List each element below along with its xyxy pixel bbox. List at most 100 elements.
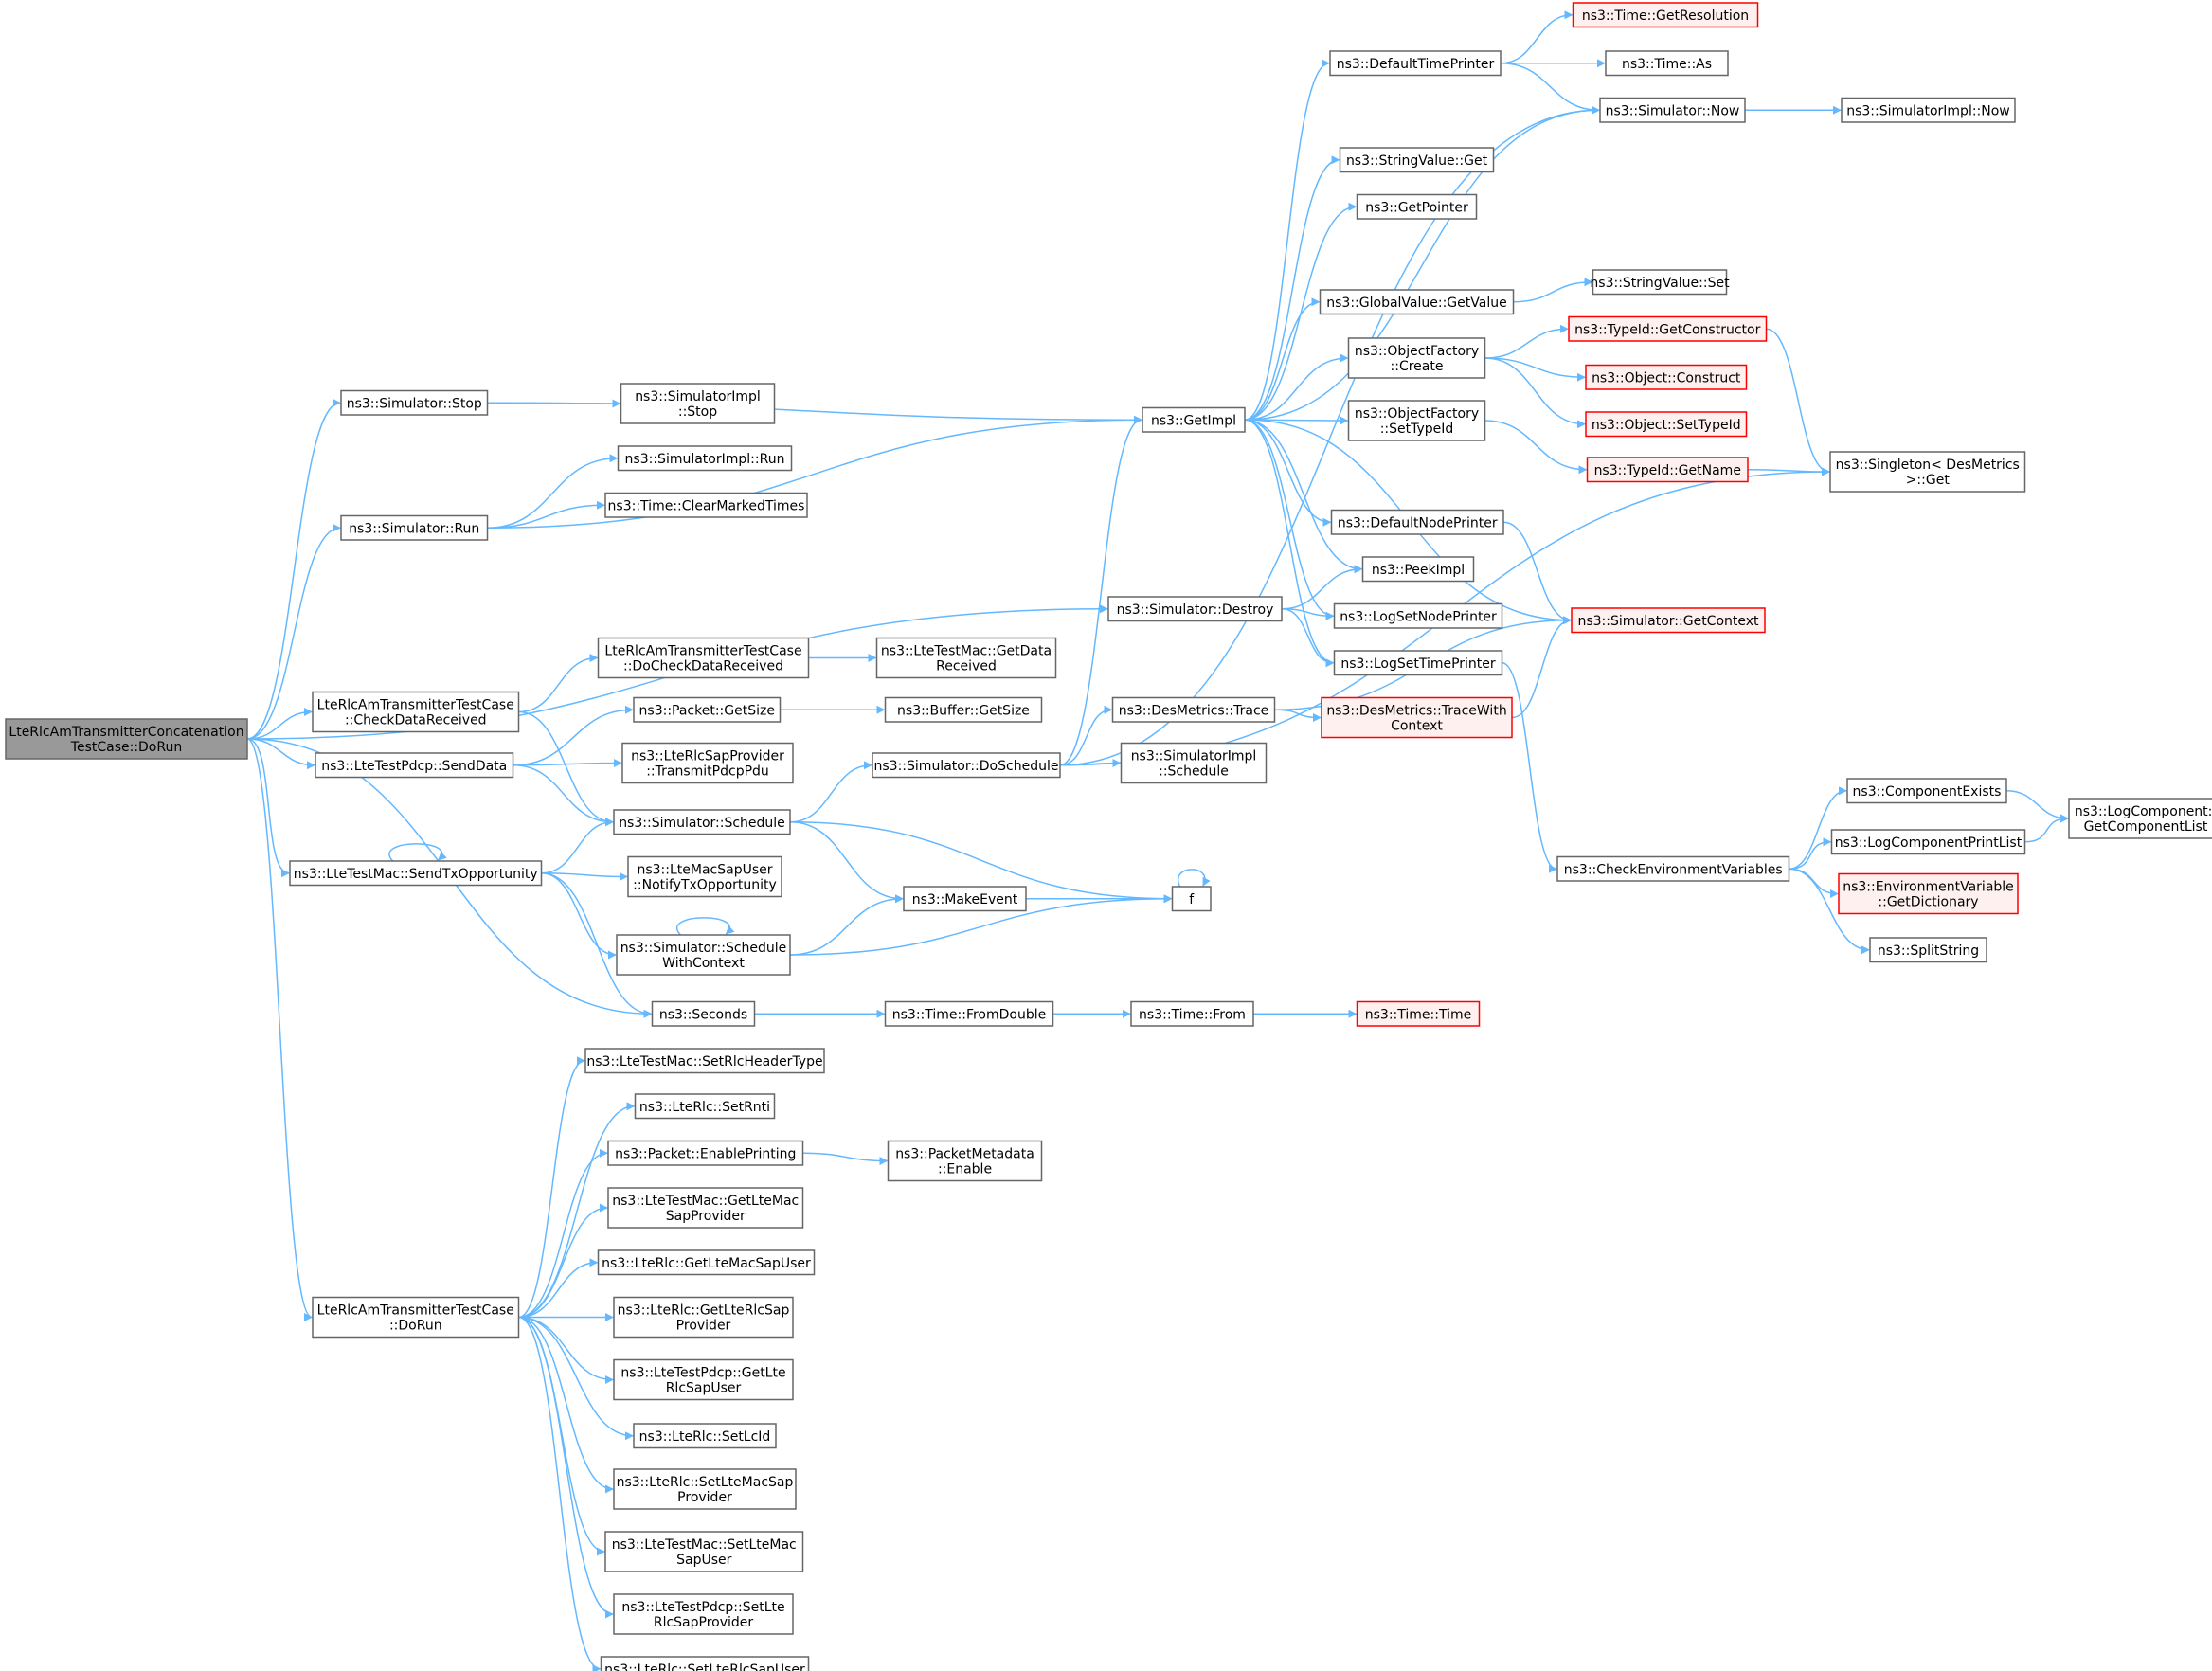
node-transmit[interactable]: ns3::LteRlcSapProvider::TransmitPdcpPdu [621,742,794,784]
node-logsettime[interactable]: ns3::LogSetTimePrinter [1333,650,1503,676]
node-getpointer[interactable]: ns3::GetPointer [1356,193,1478,220]
node-packetmeta[interactable]: ns3::PacketMetadata::Enable [887,1140,1043,1182]
edge-sendtx-to-schedule [541,818,614,874]
node-label: ns3::LteRlc::SetLteMacSap [617,1475,794,1490]
node-getmacsapuser[interactable]: ns3::LteRlc::GetLteMacSapUser [597,1249,816,1276]
node-strset[interactable]: ns3::StringValue::Set [1590,269,1730,296]
edge-root-to-checkdata [246,708,313,740]
node-logsetnode[interactable]: ns3::LogSetNodePrinter [1333,602,1503,629]
node-checkenv[interactable]: ns3::CheckEnvironmentVariables [1556,855,1790,882]
node-destroy[interactable]: ns3::Simulator::Destroy [1107,596,1283,622]
edge-dorun2-to-setrnti [518,1102,636,1319]
edge-sendtx-to-seconds [541,872,653,1018]
node-getcontext[interactable]: ns3::Simulator::GetContext [1571,607,1766,634]
edge-sendtx-to-schedctx [541,872,617,960]
edge-sendtx-to-sendtx [388,843,447,862]
node-box [634,1093,776,1120]
node-getcomplist[interactable]: ns3::LogComponent::GetComponentList [2068,798,2212,839]
node-fromdouble[interactable]: ns3::Time::FromDouble [884,1000,1054,1027]
edge-checkenv-to-splitstring [1789,868,1870,955]
node-implnow[interactable]: ns3::SimulatorImpl::Now [1841,97,2016,123]
node-splitstring[interactable]: ns3::SplitString [1869,937,1987,963]
node-implrun[interactable]: ns3::SimulatorImpl::Run [617,445,793,472]
nodes-layer: LteRlcAmTransmitterConcatenationTestCase… [5,2,2212,1671]
node-makeevent[interactable]: ns3::MakeEvent [903,886,1027,912]
node-deftimeprinter[interactable]: ns3::DefaultTimePrinter [1329,50,1502,77]
node-implsched[interactable]: ns3::SimulatorImpl::Schedule [1120,742,1268,784]
node-label: ns3::Time::As [1622,57,1712,72]
node-setlcid[interactable]: ns3::LteRlc::SetLcId [633,1423,777,1449]
node-box [312,1296,520,1339]
node-label: ns3::LteTestMac::SendTxOpportunity [294,867,538,882]
node-label: ns3::PeekImpl [1372,563,1465,578]
node-implstop[interactable]: ns3::SimulatorImpl::Stop [620,383,776,424]
node-root[interactable]: LteRlcAmTransmitterConcatenationTestCase… [5,718,248,760]
node-gvgetvalue[interactable]: ns3::GlobalValue::GetValue [1319,289,1515,315]
node-label: ns3::Simulator::Run [349,521,479,536]
node-clearmarked[interactable]: ns3::Time::ClearMarkedTimes [604,492,808,518]
node-label: ns3::LteTestMac::GetData [881,644,1052,659]
node-logprintlist[interactable]: ns3::LogComponentPrintList [1830,829,2026,855]
node-pktsize[interactable]: ns3::Packet::GetSize [633,696,782,723]
node-destrace[interactable]: ns3::DesMetrics::Trace [1111,696,1276,723]
node-getctor[interactable]: ns3::TypeId::GetConstructor [1568,315,1768,342]
node-compexists[interactable]: ns3::ComponentExists [1846,778,2007,804]
node-timetime[interactable]: ns3::Time::Time [1356,1000,1481,1027]
node-docheck[interactable]: LteRlcAmTransmitterTestCase::DoCheckData… [597,637,810,679]
node-timefrom[interactable]: ns3::Time::From [1130,1000,1254,1027]
node-bufsize[interactable]: ns3::Buffer::GetSize [884,696,1043,723]
node-doschedule[interactable]: ns3::Simulator::DoSchedule [872,752,1061,779]
node-label: ns3::Simulator::GetContext [1577,614,1759,629]
node-dorun2[interactable]: LteRlcAmTransmitterTestCase::DoRun [312,1296,520,1339]
node-box [1572,2,1759,28]
node-envdict[interactable]: ns3::EnvironmentVariable::GetDictionary [1838,872,2019,915]
node-objconstruct[interactable]: ns3::Object::Construct [1585,364,1748,390]
node-box [1568,315,1768,342]
node-setrnti[interactable]: ns3::LteRlc::SetRnti [634,1093,776,1120]
node-schedule[interactable]: ns3::Simulator::Schedule [613,809,791,836]
edge-getctor-to-singleton [1766,328,1830,476]
node-notify[interactable]: ns3::LteMacSapUser::NotifyTxOpportunity [627,855,782,898]
node-run[interactable]: ns3::Simulator::Run [340,514,489,541]
node-sendtx[interactable]: ns3::LteTestMac::SendTxOpportunity [289,860,543,887]
node-seconds[interactable]: ns3::Seconds [651,1000,756,1027]
node-stop[interactable]: ns3::Simulator::Stop [340,389,489,416]
node-getres[interactable]: ns3::Time::GetResolution [1572,2,1759,28]
node-peekimpl[interactable]: ns3::PeekImpl [1361,556,1475,583]
node-checkdata[interactable]: LteRlcAmTransmitterTestCase::CheckDataRe… [312,691,520,733]
node-box [627,855,782,898]
node-senddata[interactable]: ns3::LteTestPdcp::SendData [315,752,514,779]
node-label: ns3::LteRlc::GetLteRlcSap [618,1303,790,1319]
node-ofsettype[interactable]: ns3::ObjectFactory::SetTypeId [1347,400,1486,441]
node-timeas[interactable]: ns3::Time::As [1605,50,1729,77]
node-label: ns3::ObjectFactory [1355,344,1479,359]
node-label: ns3::MakeEvent [912,892,1018,907]
node-defnodeprinter[interactable]: ns3::DefaultNodePrinter [1330,509,1504,535]
node-strget[interactable]: ns3::StringValue::Get [1339,147,1495,173]
node-setrlcsapuser[interactable]: ns3::LteRlc::SetLteRlcSapUser [600,1656,810,1671]
edge-dorun2-to-setlcid [518,1316,634,1441]
node-objsettype[interactable]: ns3::Object::SetTypeId [1585,411,1748,438]
edge-schedule-to-doschedule [789,761,872,823]
edge-doschedule-to-destrace [1059,705,1113,766]
node-singleton[interactable]: ns3::Singleton< DesMetrics >::Get [1829,451,2026,493]
node-ofcreate[interactable]: ns3::ObjectFactory::Create [1347,337,1486,379]
node-setheader[interactable]: ns3::LteTestMac::SetRlcHeaderType [584,1048,825,1074]
node-label: ns3::LteRlc::SetRnti [639,1100,770,1115]
node-enableprint[interactable]: ns3::Packet::EnablePrinting [607,1140,804,1166]
node-label: LteRlcAmTransmitterConcatenation [9,725,243,740]
node-getimpl[interactable]: ns3::GetImpl [1142,406,1246,433]
node-simnow[interactable]: ns3::Simulator::Now [1599,97,1746,123]
node-typegetname[interactable]: ns3::TypeId::GetName [1586,457,1749,483]
node-label: ns3::LteTestPdcp::SetLte [621,1600,784,1615]
node-f[interactable]: f [1171,886,1212,912]
